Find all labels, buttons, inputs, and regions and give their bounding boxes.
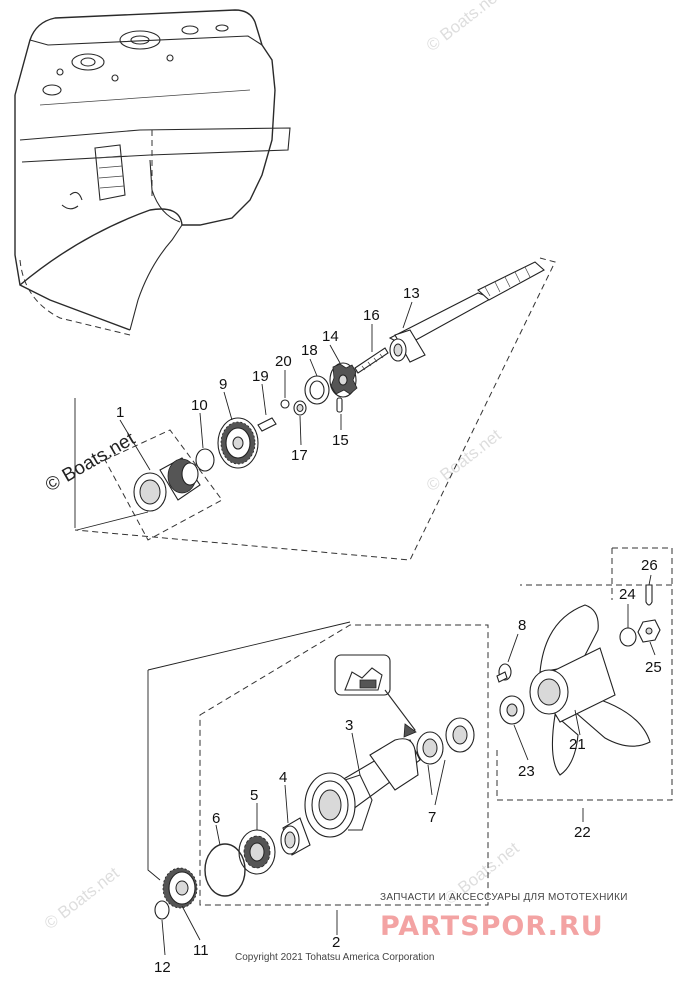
callout-22: 22 bbox=[574, 824, 591, 841]
needle-bearing bbox=[280, 817, 311, 856]
callout-24: 24 bbox=[619, 586, 636, 603]
tapered-roller-bearing bbox=[133, 457, 201, 512]
callout-20: 20 bbox=[275, 353, 292, 370]
callout-15: 15 bbox=[332, 432, 349, 449]
pinion-gear bbox=[329, 362, 358, 398]
callout-13: 13 bbox=[403, 285, 420, 302]
callout-1: 1 bbox=[116, 404, 124, 421]
cotter-pin-26 bbox=[645, 584, 653, 606]
callout-23: 23 bbox=[518, 763, 535, 780]
bushing-18 bbox=[304, 375, 330, 405]
shim-12 bbox=[154, 900, 170, 920]
housing-group-outline bbox=[199, 624, 489, 906]
leader-lines bbox=[76, 301, 656, 956]
prop-hardware-outline bbox=[611, 547, 673, 600]
sleeve-17 bbox=[293, 400, 307, 416]
inset-detail bbox=[334, 654, 417, 738]
propeller-shaft-housing bbox=[304, 738, 421, 838]
spring-rod bbox=[354, 347, 389, 374]
ball-bearing bbox=[238, 829, 276, 875]
o-ring bbox=[204, 843, 246, 897]
copyright-text: Copyright 2021 Tohatsu America Corporati… bbox=[235, 952, 434, 963]
callout-21: 21 bbox=[569, 736, 586, 753]
callout-11: 11 bbox=[193, 942, 209, 959]
oil-seals bbox=[416, 717, 475, 765]
callout-2: 2 bbox=[332, 934, 340, 951]
screw-8 bbox=[496, 663, 512, 683]
callout-14: 14 bbox=[322, 328, 339, 345]
callout-6: 6 bbox=[212, 810, 220, 827]
propeller-group-outline bbox=[496, 584, 673, 801]
partspor-logo: PARTSPOR.RU bbox=[380, 911, 604, 942]
callout-25: 25 bbox=[645, 659, 662, 676]
propeller bbox=[529, 604, 651, 776]
callout-8: 8 bbox=[518, 617, 526, 634]
callout-16: 16 bbox=[363, 307, 380, 324]
ball-20 bbox=[280, 399, 290, 409]
pin-19 bbox=[257, 417, 277, 432]
callout-4: 4 bbox=[279, 769, 287, 786]
callout-12: 12 bbox=[154, 959, 171, 976]
drive-shaft bbox=[388, 261, 545, 363]
ru-tagline: ЗАПЧАСТИ И АКСЕССУАРЫ ДЛЯ МОТОТЕХНИКИ bbox=[380, 892, 628, 903]
watermark-bottom-left: © Boats.net bbox=[41, 863, 123, 933]
pin-15 bbox=[336, 397, 343, 413]
watermark-mid-right: © Boats.net bbox=[423, 425, 505, 495]
thrust-washer bbox=[499, 695, 525, 725]
bearing-group-outline bbox=[104, 429, 223, 541]
shim-10 bbox=[195, 448, 215, 472]
reverse-gear bbox=[162, 867, 198, 909]
footer: ЗАПЧАСТИ И АКСЕССУАРЫ ДЛЯ МОТОТЕХНИКИ PA… bbox=[235, 892, 628, 963]
callout-5: 5 bbox=[250, 787, 258, 804]
watermark-top-right: © Boats.net bbox=[423, 0, 505, 55]
callout-26: 26 bbox=[641, 557, 658, 574]
callout-17: 17 bbox=[291, 447, 308, 464]
callout-9: 9 bbox=[219, 376, 227, 393]
gear-case-housing bbox=[14, 9, 291, 336]
forward-gear bbox=[217, 417, 259, 469]
callout-19: 19 bbox=[252, 368, 269, 385]
castle-nut-25 bbox=[637, 619, 661, 643]
callout-7: 7 bbox=[428, 809, 436, 826]
watermark-layer: © Boats.net © Boats.net © Boats.net © Bo… bbox=[41, 0, 523, 933]
washer-24 bbox=[619, 627, 637, 647]
callout-18: 18 bbox=[301, 342, 318, 359]
callout-10: 10 bbox=[191, 397, 208, 414]
callout-3: 3 bbox=[345, 717, 353, 734]
boats-watermark-main: © Boats.net bbox=[42, 428, 139, 496]
callout-labels: 1 2 3 4 5 6 7 8 9 10 11 12 13 14 15 16 1… bbox=[116, 285, 662, 976]
